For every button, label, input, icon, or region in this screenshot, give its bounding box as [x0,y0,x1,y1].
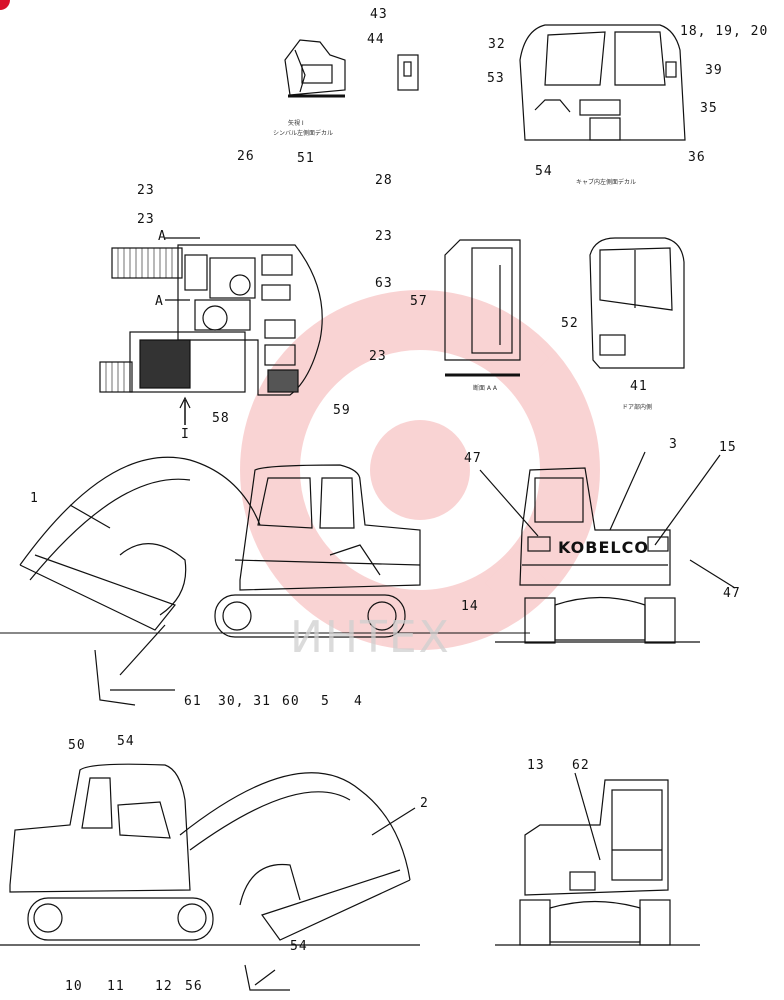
label-57: 57 [410,294,428,309]
label-43: 43 [370,7,388,22]
label-A-top: A [158,229,167,244]
label-23-a: 23 [137,183,155,198]
label-11: 11 [107,979,125,994]
label-54-bottom: 54 [290,939,308,954]
label-63: 63 [375,276,393,291]
label-18-19-20: 18, 19, 20 [680,24,769,39]
label-47-a: 47 [464,451,482,466]
label-26: 26 [237,149,255,164]
label-36: 36 [688,150,706,165]
label-12: 12 [155,979,173,994]
caption-section-AA: 断面 A A [473,385,498,392]
label-23-d: 23 [369,349,387,364]
label-5: 5 [321,694,330,709]
label-32: 32 [488,37,506,52]
caption-cab-decal: キャブ内左側面デカル [576,179,637,186]
caption-door-inside: ドア部内側 [622,404,653,411]
watermark-text: ИНТЕХ [290,612,451,663]
label-44: 44 [367,32,385,47]
label-39: 39 [705,63,723,78]
label-59: 59 [333,403,351,418]
gear-watermark-icon [240,290,600,650]
label-60: 60 [282,694,300,709]
label-51: 51 [297,151,315,166]
label-23-b: 23 [137,212,155,227]
label-41: 41 [630,379,648,394]
label-23-c: 23 [375,229,393,244]
label-2: 2 [420,796,429,811]
label-54-top: 54 [535,164,553,179]
label-52: 52 [561,316,579,331]
label-62: 62 [572,758,590,773]
red-circle-badge-icon [0,0,10,10]
label-1: 1 [30,491,39,506]
label-58: 58 [212,411,230,426]
brand-plate: KOBELCO [558,538,649,557]
label-30-31: 30, 31 [218,694,271,709]
label-54-mid: 54 [117,734,135,749]
label-14: 14 [461,599,479,614]
label-15: 15 [719,440,737,455]
label-4: 4 [354,694,363,709]
caption-view-I: 矢視 I [288,120,304,127]
label-A-bottom: A [155,294,164,309]
label-53: 53 [487,71,505,86]
label-47-b: 47 [723,586,741,601]
caption-left-decal: シンバル左側面デカル [273,130,334,137]
label-35: 35 [700,101,718,116]
label-10: 10 [65,979,83,994]
label-view-I: I [181,427,190,442]
label-28: 28 [375,173,393,188]
label-50: 50 [68,738,86,753]
label-56: 56 [185,979,203,994]
label-61: 61 [184,694,202,709]
label-13: 13 [527,758,545,773]
label-3: 3 [669,437,678,452]
